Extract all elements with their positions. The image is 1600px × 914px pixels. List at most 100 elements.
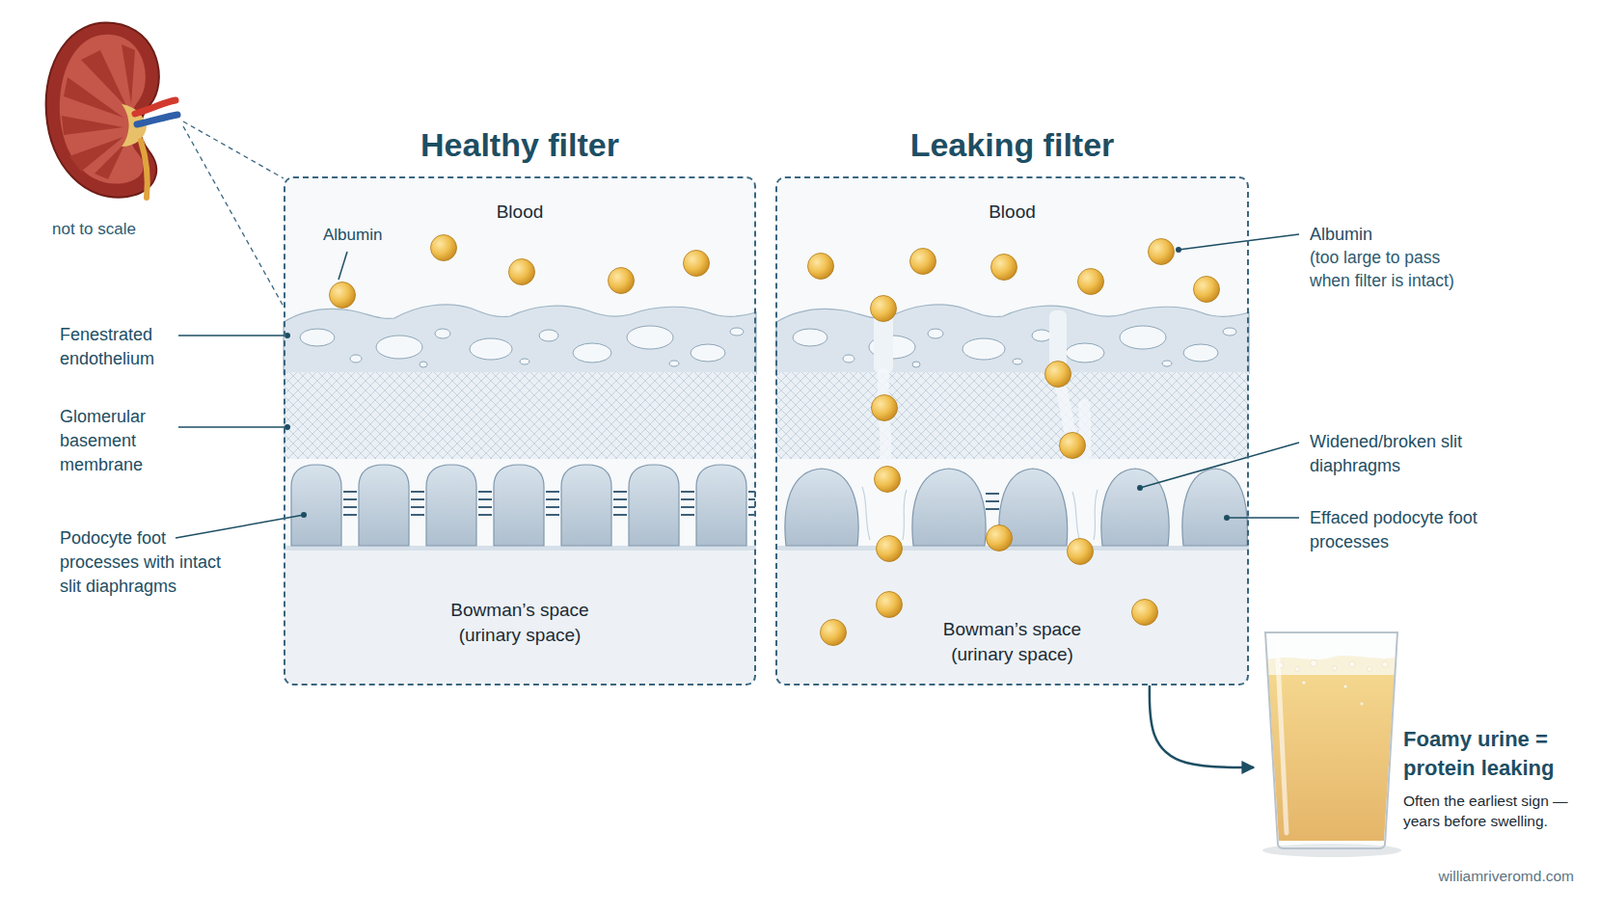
kidney-illustration <box>94 142 126 180</box>
leaking-membrane <box>776 304 1249 551</box>
healthy-membrane <box>283 304 757 551</box>
albumin-sphere <box>683 250 710 277</box>
part-note: (too large to pass when filter is intact… <box>1309 245 1482 293</box>
leaking-membrane <box>1182 468 1248 546</box>
panel-heading: Healthy filter <box>285 125 755 165</box>
region-label: Bowman’s space (urinary space) <box>916 617 1110 668</box>
filter-panel: Leaking filterBloodBowman’s space (urina… <box>775 176 1249 686</box>
albumin-sphere <box>910 248 937 275</box>
albumin-sphere <box>986 525 1013 552</box>
albumin-sphere <box>1132 599 1159 626</box>
panel-ground <box>284 550 756 684</box>
albumin-sphere <box>1193 276 1221 303</box>
leaking-membrane <box>873 305 1067 374</box>
part-label: Widened/broken slit diaphragms <box>1309 430 1479 479</box>
healthy-membrane <box>545 491 560 516</box>
panel-ground <box>283 176 757 686</box>
part-label: Effaced podocyte foot processes <box>1309 506 1479 555</box>
leader-dot <box>1175 246 1182 253</box>
healthy-membrane <box>410 491 425 516</box>
kidney-illustration <box>63 77 124 118</box>
healthy-membrane <box>283 304 757 551</box>
kidney-illustration <box>140 140 148 198</box>
albumin-sphere <box>1148 239 1175 266</box>
leaking-membrane <box>776 304 1249 551</box>
urine-glass <box>1276 640 1287 834</box>
healthy-membrane <box>561 464 612 546</box>
albumin-sphere <box>808 253 835 280</box>
leaking-membrane <box>785 468 1248 546</box>
healthy-membrane <box>748 491 756 516</box>
healthy-membrane <box>613 491 627 516</box>
region-label: Blood <box>285 201 755 223</box>
kidney-illustration <box>136 114 178 125</box>
leaking-membrane <box>785 468 859 546</box>
kidney-illustration <box>61 44 136 180</box>
albumin-sphere <box>870 296 897 323</box>
albumin-sphere <box>876 592 903 619</box>
part-label: Glomerular basement membrane <box>59 405 162 478</box>
albumin-sphere <box>329 282 356 309</box>
albumin-sphere <box>1078 269 1105 296</box>
leader-line <box>338 251 348 280</box>
leader-dot <box>300 512 307 518</box>
healthy-membrane <box>628 464 679 546</box>
albumin-sphere <box>991 254 1018 281</box>
zoom-lines <box>183 121 284 307</box>
region-label: Bowman’s space (urinary space) <box>423 597 617 649</box>
kidney-illustration <box>61 115 124 136</box>
panel-ground <box>283 176 1249 686</box>
kidney-illustration <box>135 100 176 114</box>
region-label: Blood <box>777 201 1248 223</box>
healthy-membrane <box>493 464 544 546</box>
panel-ground <box>776 550 1248 684</box>
leader-dot <box>284 424 291 431</box>
part-label: Podocyte foot processes with intact slit… <box>59 526 244 599</box>
leaking-membrane <box>985 493 1000 510</box>
albumin-sphere <box>1067 539 1094 566</box>
kidney-illustration <box>46 22 178 198</box>
part-label: Fenestrated endothelium <box>59 323 176 372</box>
leader-line <box>1139 442 1300 489</box>
albumin-sphere <box>1045 361 1072 388</box>
healthy-membrane <box>680 491 695 516</box>
leaking-membrane <box>902 489 907 541</box>
callout-box: Foamy urine = protein leakingOften the e… <box>1253 725 1587 832</box>
healthy-membrane <box>358 464 409 546</box>
albumin-sphere <box>329 235 1221 647</box>
callout-note: Often the earliest sign — years before s… <box>1403 790 1585 832</box>
leader-line <box>175 515 304 539</box>
albumin-sphere <box>1059 433 1086 460</box>
albumin-sphere <box>431 235 458 262</box>
leader-line <box>1226 516 1300 519</box>
leaking-membrane <box>862 487 870 541</box>
albumin-sphere <box>608 268 635 295</box>
zoom-lines <box>183 126 284 307</box>
callout-title: Foamy urine = protein leaking <box>1403 725 1585 784</box>
healthy-membrane <box>343 491 357 516</box>
healthy-membrane <box>478 491 492 516</box>
healthy-membrane <box>291 464 747 546</box>
leaking-membrane <box>1072 491 1081 543</box>
leader-dot <box>284 246 1230 521</box>
urine-glass <box>1262 632 1402 858</box>
healthy-membrane <box>696 464 747 546</box>
leader-dot <box>284 332 291 339</box>
part-label: Albumin <box>323 225 410 245</box>
zoom-lines <box>183 121 284 179</box>
leaking-membrane <box>862 487 1098 543</box>
panel-heading: Leaking filter <box>777 125 1248 165</box>
panel-ground <box>775 176 1249 686</box>
leader-line <box>1178 234 1300 250</box>
filter-panel: Healthy filterBloodBowman’s space (urina… <box>283 176 757 686</box>
healthy-membrane <box>343 491 756 516</box>
leader-line <box>175 234 1300 539</box>
albumin-sphere <box>871 395 898 422</box>
healthy-membrane <box>426 464 477 546</box>
leaking-membrane <box>912 468 986 546</box>
leader-dot <box>1137 485 1143 491</box>
